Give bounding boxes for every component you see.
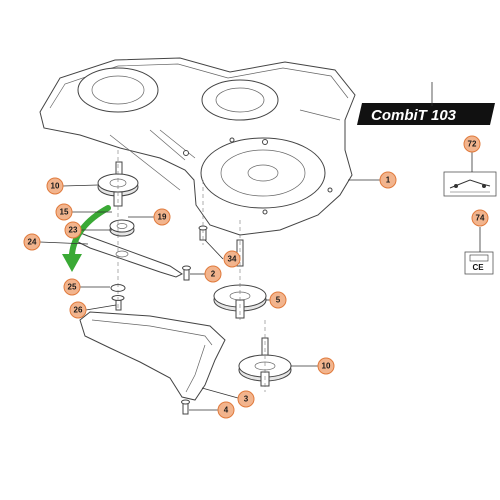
ce-plate-74: CE [464,251,494,275]
svg-text:5: 5 [276,296,281,305]
svg-text:19: 19 [158,213,167,222]
svg-text:24: 24 [28,238,37,247]
svg-text:25: 25 [68,283,77,292]
svg-text:23: 23 [69,226,78,235]
bearing [109,219,135,237]
mower-deck [39,57,356,236]
svg-text:10: 10 [51,182,60,191]
model-label: CombiT 103 [371,107,457,124]
center-lines [117,150,266,392]
svg-text:72: 72 [468,140,477,149]
blade-guard [79,311,226,401]
svg-text:74: 74 [476,214,485,223]
decal-72 [443,171,497,197]
callout-25: 25 [63,278,81,296]
callout-26: 26 [69,301,87,319]
callout-4: 4 [217,401,235,419]
callout-10-lower: 10 [317,357,335,375]
callout-2: 2 [204,265,222,283]
callout-72: 72 [463,135,481,153]
svg-text:1: 1 [386,176,391,185]
callout-15: 15 [55,203,73,221]
rotation-arrow [62,205,111,272]
model-banner: CombiT 103 [357,103,495,125]
svg-text:15: 15 [60,208,69,217]
callout-19: 19 [153,208,171,226]
callout-10-upper: 10 [46,177,64,195]
callout-23: 23 [64,221,82,239]
svg-text:2: 2 [211,270,216,279]
callout-3: 3 [237,390,255,408]
ce-mark: CE [472,263,484,272]
svg-text:10: 10 [322,362,331,371]
callout-5: 5 [269,291,287,309]
blade [73,231,183,278]
screw-4 [181,399,190,415]
svg-text:34: 34 [228,255,237,264]
leader-lines [39,82,481,411]
svg-text:3: 3 [244,395,249,404]
screw-2 [182,265,191,281]
callout-34: 34 [223,250,241,268]
callout-1: 1 [379,171,397,189]
callout-24: 24 [23,233,41,251]
svg-text:4: 4 [224,406,229,415]
svg-text:26: 26 [74,306,83,315]
callout-74: 74 [471,209,489,227]
